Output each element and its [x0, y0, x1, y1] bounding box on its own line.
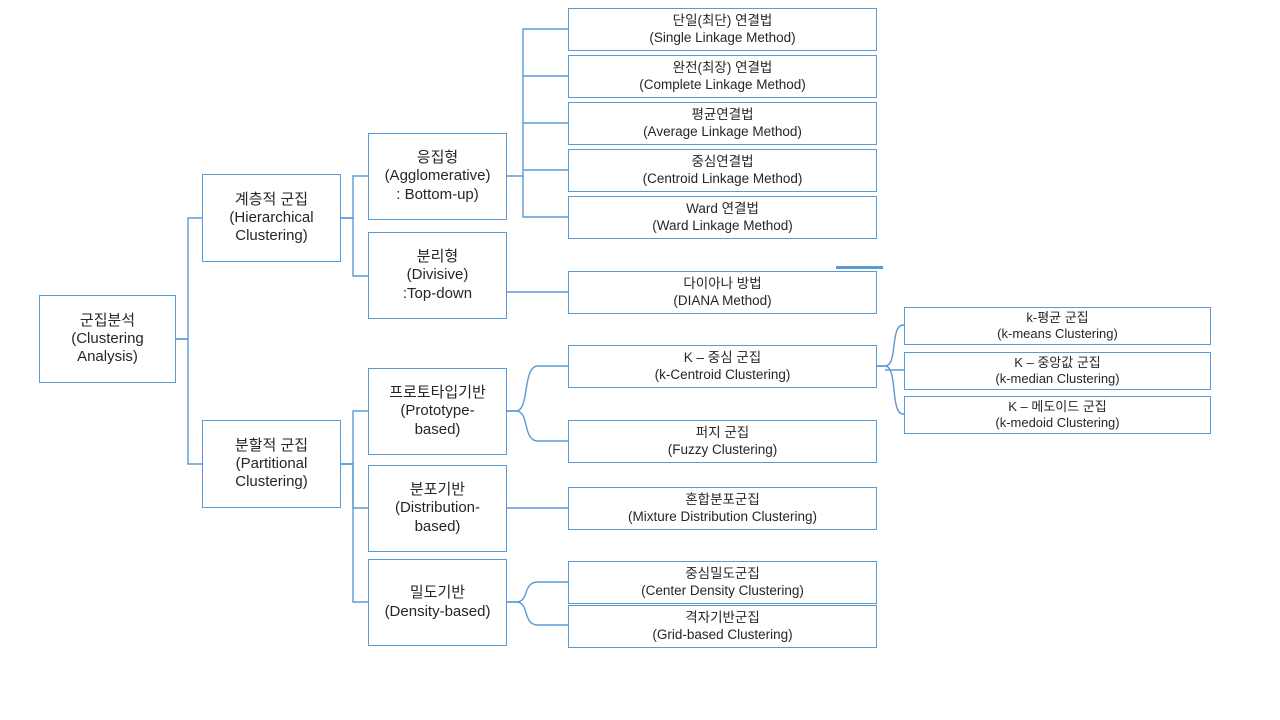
- node-label-ko: 군집분석: [79, 311, 136, 329]
- wire-kcentroid-brace-top: [877, 324, 904, 367]
- node-divisive[interactable]: 분리형 (Divisive) :Top-down: [368, 232, 507, 319]
- node-label-ko: 중심밀도군집: [685, 566, 760, 582]
- wire-kcentroid-brace-bottom: [877, 365, 904, 415]
- node-label-en1: (Prototype-: [400, 402, 475, 420]
- node-label-en: (DIANA Method): [673, 292, 772, 308]
- node-label-en2: based): [414, 517, 461, 535]
- node-label-en1: (Clustering: [71, 329, 144, 347]
- wire-density-brace-bottom: [507, 601, 568, 626]
- node-center-density-clustering[interactable]: 중심밀도군집 (Center Density Clustering): [568, 561, 877, 604]
- node-mixture-distribution-clustering[interactable]: 혼합분포군집 (Mixture Distribution Clustering): [568, 487, 877, 530]
- node-label-en2: : Bottom-up): [396, 185, 479, 203]
- node-label-ko: K – 중심 군집: [683, 350, 762, 366]
- node-k-means-clustering[interactable]: k-평균 군집 (k-means Clustering): [904, 307, 1211, 345]
- wire-part-to-distribution: [341, 463, 368, 509]
- node-ward-linkage[interactable]: Ward 연결법 (Ward Linkage Method): [568, 196, 877, 239]
- node-label-en: (k-Centroid Clustering): [654, 366, 791, 382]
- node-label-ko: 분리형: [416, 248, 459, 266]
- node-label-en: (Complete Linkage Method): [639, 76, 806, 92]
- node-label-en: (Grid-based Clustering): [652, 626, 793, 642]
- node-label-ko: 분할적 군집: [234, 436, 309, 454]
- node-label-ko: 계층적 군집: [234, 190, 309, 208]
- node-agglomerative[interactable]: 응집형 (Agglomerative) : Bottom-up): [368, 133, 507, 220]
- wire-prototype-brace-top: [507, 365, 568, 412]
- node-k-medoid-clustering[interactable]: K – 메도이드 군집 (k-medoid Clustering): [904, 396, 1211, 434]
- wire-prototype-brace-bottom: [507, 410, 568, 442]
- wire-root-to-hierarchical: [176, 217, 202, 340]
- node-label-ko: K – 메도이드 군집: [1008, 399, 1107, 415]
- wire-hier-to-divisive: [341, 217, 368, 277]
- node-prototype-based[interactable]: 프로토타입기반 (Prototype- based): [368, 368, 507, 455]
- node-label-ko: 프로토타입기반: [389, 384, 486, 402]
- node-label-ko: Ward 연결법: [686, 201, 759, 217]
- node-label-ko: 완전(최장) 연결법: [672, 60, 773, 76]
- node-label-en: (k-median Clustering): [995, 371, 1120, 386]
- node-label-ko: 다이아나 방법: [683, 276, 762, 292]
- node-label-en1: (Divisive): [406, 266, 469, 284]
- node-label-en2: Analysis): [77, 348, 138, 366]
- node-label-en: (Centroid Linkage Method): [642, 170, 803, 186]
- node-label-en1: (Density-based): [384, 602, 491, 620]
- node-label-ko: 평균연결법: [691, 107, 754, 123]
- node-average-linkage[interactable]: 평균연결법 (Average Linkage Method): [568, 102, 877, 145]
- node-centroid-linkage[interactable]: 중심연결법 (Centroid Linkage Method): [568, 149, 877, 192]
- node-fuzzy-clustering[interactable]: 퍼지 군집 (Fuzzy Clustering): [568, 420, 877, 463]
- node-label-en: (Average Linkage Method): [643, 123, 802, 139]
- node-label-en1: (Partitional: [235, 454, 308, 472]
- node-single-linkage[interactable]: 단일(최단) 연결법 (Single Linkage Method): [568, 8, 877, 51]
- wire-part-to-density: [341, 463, 368, 603]
- node-label-en2: Clustering): [235, 227, 308, 245]
- wire-root-to-partitional: [176, 338, 202, 465]
- wire-density-brace-top: [507, 581, 568, 603]
- wire-hier-to-agglomerative: [341, 175, 368, 219]
- node-distribution-based[interactable]: 분포기반 (Distribution- based): [368, 465, 507, 552]
- node-label-en1: (Hierarchical: [229, 208, 314, 226]
- node-complete-linkage[interactable]: 완전(최장) 연결법 (Complete Linkage Method): [568, 55, 877, 98]
- node-label-ko: k-평균 군집: [1026, 310, 1089, 326]
- node-label-en2: Clustering): [235, 473, 308, 491]
- wire-agg-brace: [507, 28, 568, 177]
- node-label-ko: 혼합분포군집: [685, 492, 760, 508]
- node-label-en: (k-means Clustering): [997, 326, 1118, 341]
- node-label-en: (Ward Linkage Method): [652, 217, 793, 233]
- wire-part-to-prototype: [341, 410, 368, 465]
- node-label-en1: (Agglomerative): [384, 167, 491, 185]
- node-partitional-clustering[interactable]: 분할적 군집 (Partitional Clustering): [202, 420, 341, 508]
- node-label-en: (Single Linkage Method): [649, 29, 796, 45]
- node-hierarchical-clustering[interactable]: 계층적 군집 (Hierarchical Clustering): [202, 174, 341, 262]
- node-label-ko: K – 중앙값 군집: [1014, 355, 1101, 371]
- node-label-ko: 밀도기반: [409, 584, 466, 602]
- node-label-ko: 격자기반군집: [685, 610, 760, 626]
- node-label-en: (Center Density Clustering): [641, 582, 804, 598]
- stray-line-artifact: [836, 266, 883, 269]
- node-label-ko: 단일(최단) 연결법: [672, 13, 773, 29]
- node-label-en2: based): [414, 420, 461, 438]
- node-label-ko: 응집형: [416, 149, 459, 167]
- node-label-en2: :Top-down: [402, 284, 473, 302]
- node-grid-based-clustering[interactable]: 격자기반군집 (Grid-based Clustering): [568, 605, 877, 648]
- node-label-en: (k-medoid Clustering): [995, 415, 1120, 430]
- node-density-based[interactable]: 밀도기반 (Density-based): [368, 559, 507, 646]
- node-k-median-clustering[interactable]: K – 중앙값 군집 (k-median Clustering): [904, 352, 1211, 390]
- node-label-en1: (Distribution-: [394, 499, 481, 517]
- node-diana-method[interactable]: 다이아나 방법 (DIANA Method): [568, 271, 877, 314]
- node-label-ko: 퍼지 군집: [695, 425, 750, 441]
- node-label-ko: 중심연결법: [691, 154, 754, 170]
- node-clustering-analysis[interactable]: 군집분석 (Clustering Analysis): [39, 295, 176, 383]
- node-label-en: (Fuzzy Clustering): [667, 441, 778, 457]
- node-label-en: (Mixture Distribution Clustering): [627, 508, 818, 524]
- node-k-centroid-clustering[interactable]: K – 중심 군집 (k-Centroid Clustering): [568, 345, 877, 388]
- node-label-ko: 분포기반: [409, 481, 466, 499]
